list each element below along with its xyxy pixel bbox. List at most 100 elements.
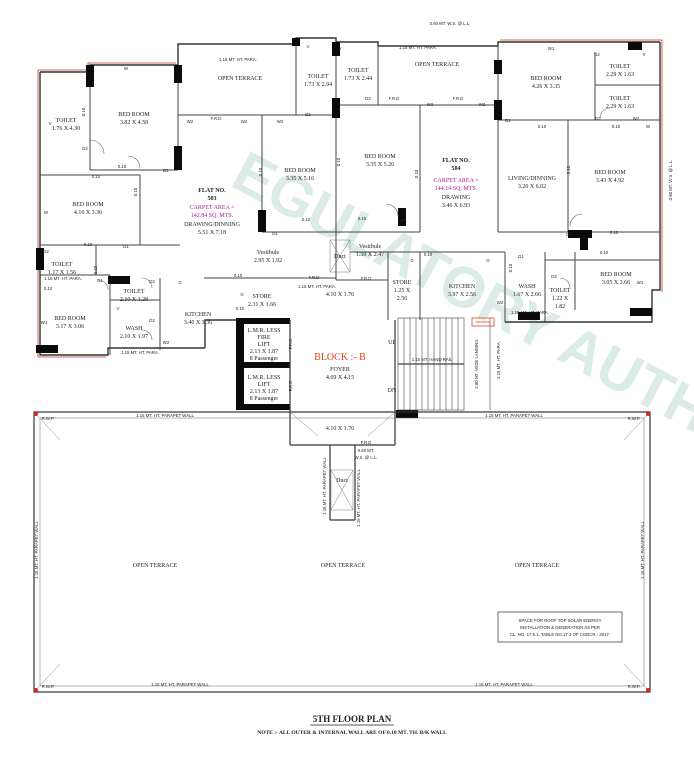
plan-text: D2 — [149, 279, 155, 284]
plan-text: 2.13 X 1.87 — [250, 389, 278, 395]
plan-text: 0.10 — [302, 217, 311, 222]
label-toilet-f: TOILET — [52, 262, 73, 268]
plan-text: 1.15 MT. HT. PARAPET WALL — [475, 682, 533, 687]
plan-text: W1 — [548, 46, 555, 51]
plan-text: W2 — [187, 119, 194, 124]
label-bed-d: BED ROOM — [284, 168, 316, 174]
plan-text: W — [44, 210, 49, 215]
label-terrace-mid: OPEN TERRACE — [321, 563, 366, 569]
plan-text: G — [240, 292, 244, 297]
door-swings — [89, 107, 611, 341]
label-drawing-504: DRAWING — [442, 195, 471, 201]
plan-text: 2.56 — [397, 296, 408, 302]
plan-text: 3.17 X 3.06 — [56, 324, 84, 330]
plan-text: 0.10 — [258, 167, 263, 176]
plan-text: W1 — [637, 280, 644, 285]
label-lift-a: L.M.R. LESS — [247, 328, 280, 334]
plan-text: 1.82 — [555, 304, 566, 310]
plan-text: 0.10 — [133, 187, 138, 196]
label-bed-b: BED ROOM — [530, 76, 562, 82]
plan-text: SPACE FOR ROOF TOP SOLAR ENERGY — [518, 618, 601, 623]
plan-text: W2 — [163, 340, 170, 345]
plan-text: 0.10 — [81, 107, 86, 116]
plan-text: 2.29 X 1.63 — [606, 72, 634, 78]
label-duct-b: Duct — [336, 478, 348, 484]
plan-text: 1.15 MT. HT. PARAPET WALL — [485, 413, 543, 418]
plan-text: W1 — [41, 320, 48, 325]
label-flat-504-heading: FLAT NO. — [442, 158, 470, 164]
label-bed-e: BED ROOM — [364, 154, 396, 160]
plan-text: F.R.D — [309, 275, 320, 280]
plan-text: D1 — [123, 244, 129, 249]
plan-text: G — [486, 258, 490, 263]
label-bed-c: BED ROOM — [72, 202, 104, 208]
label-toilet-d: TOILET — [610, 64, 631, 70]
plan-text: W — [124, 66, 129, 71]
plan-text: 1.67 X 2.66 — [513, 292, 541, 298]
terrace-diagonals — [33, 411, 651, 693]
label-kitchen-a: KITCHEN — [449, 284, 476, 290]
label-drawing-503: DRAWING/DINNING — [184, 222, 241, 228]
opening-tags: W W2 F.R.D W2 W2 D2 D2 F.R.D W2 F.R.D W2… — [41, 44, 651, 445]
plan-text: LIFT — [258, 342, 271, 348]
plan-text: F.R.D — [211, 116, 222, 121]
plan-text: 0.10 — [234, 273, 243, 278]
plan-text: 1.15 MT. HT. PARAPET WALL — [640, 521, 645, 579]
label-open-terrace-b: OPEN TERRACE — [415, 62, 460, 68]
plan-text: 0.10 — [414, 169, 419, 178]
plan-text: FIRE — [257, 335, 270, 341]
plan-text: 0.10 — [424, 252, 433, 257]
plan-title: 5TH FLOOR PLAN — [313, 714, 392, 724]
plan-text: F.R.D — [288, 339, 293, 350]
plan-text: R.W.P. — [628, 416, 641, 421]
plan-text: 3.35 X 5.16 — [286, 176, 314, 182]
plan-text: 2.29 X 1.63 — [606, 104, 634, 110]
plan-text: 2.10 X 1.28 — [120, 297, 148, 303]
plan-text: 3.35 X 5.26 — [366, 162, 394, 168]
label-vestibule-a: Vestibule — [257, 250, 280, 256]
rwp-label: R.W.P. — [42, 416, 55, 421]
plan-text: 503 — [208, 196, 217, 202]
plan-text: W2 — [497, 300, 504, 305]
plan-text: 0.10 — [358, 216, 367, 221]
plan-text: 1.15 MT. HT. PARA. — [511, 310, 549, 315]
plan-text: W2 — [479, 102, 486, 107]
label-bed-g: BED ROOM — [600, 272, 632, 278]
plan-text: 1.15 MT. HT. PARAPET WALL — [34, 521, 39, 579]
label-toilet-c: TOILET — [348, 68, 369, 74]
plan-text: 0.10 — [84, 242, 93, 247]
label-wash-a: WASH — [518, 284, 536, 290]
label-toilet-a: TOILET — [56, 118, 77, 124]
plan-text: D2 — [551, 274, 557, 279]
plan-text: 1.15 MT. HT. PARA. — [496, 341, 501, 379]
plan-text: 2.13 X 1.87 — [250, 349, 278, 355]
label-bed-a: BED ROOM — [118, 112, 150, 118]
plan-text: D1 — [518, 254, 524, 259]
plan-text: G — [178, 280, 182, 285]
plan-text: 1.15 MT. HT. PARA. — [298, 284, 336, 289]
plan-text: 1.22 X — [552, 296, 569, 302]
plan-text: 3.97 X 2.56 — [448, 292, 476, 298]
plan-text: D1 — [163, 168, 169, 173]
label-toilet-g: TOILET — [550, 288, 571, 294]
plan-text: R.W.P. — [628, 684, 641, 689]
plan-text: D2 — [305, 112, 311, 117]
plan-text: 1.17 X 1.56 — [48, 270, 76, 276]
label-flat-503-heading: FLAT NO. — [198, 188, 226, 194]
plan-text: V — [117, 306, 120, 311]
plan-text: W2 — [241, 119, 248, 124]
plan-text: 0.60 MT. W.S. @ L.L. — [668, 160, 673, 201]
plan-text: 1.15 MT. HT. PARA. — [399, 45, 437, 50]
plan-text: 0.10 — [508, 263, 513, 272]
plan-text: CL. NO. 17.5.1. TABLE NO.17.3 OF CGDCR -… — [510, 632, 610, 637]
plan-text: 3.20 X 6.02 — [518, 184, 546, 190]
plan-text: D2 — [43, 249, 49, 254]
plan-text: D1 — [401, 218, 407, 223]
label-carpet-504: CARPET AREA = — [434, 178, 480, 184]
plan-text: 0.10 — [93, 265, 98, 274]
plan-text: 0.10 — [44, 286, 53, 291]
staircase — [397, 317, 491, 411]
plan-text: 4.69 X 4.15 — [326, 375, 354, 381]
plan-text: R.W.P. — [42, 684, 55, 689]
plan-text: 1.15 MT. HT. PARA. — [219, 57, 257, 62]
